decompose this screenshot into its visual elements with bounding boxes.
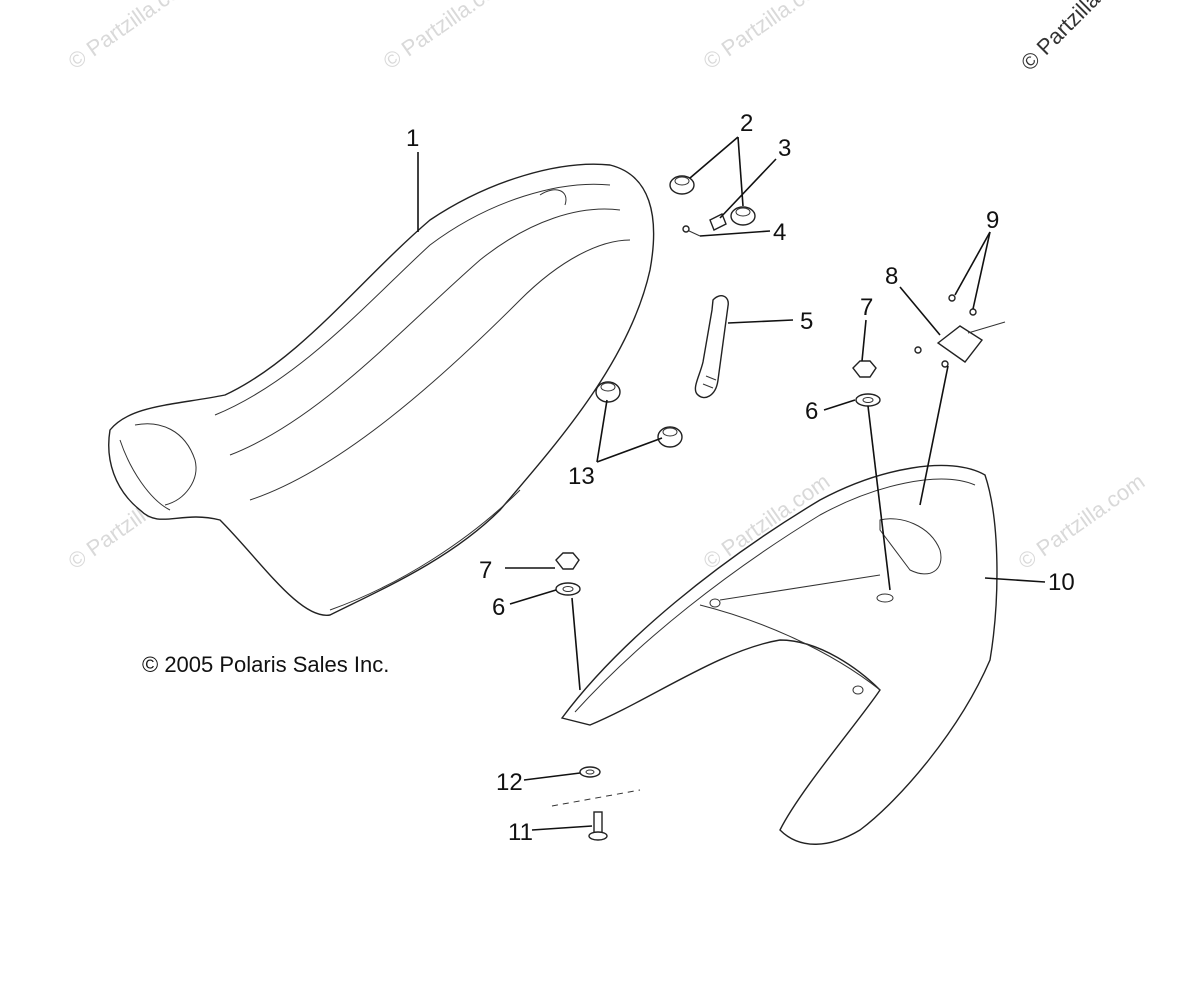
callout-7: 7 [479, 557, 492, 584]
watermark-top-right: © Partzilla [1016, 0, 1105, 76]
callout-8: 8 [885, 263, 898, 290]
callout-10: 10 [1048, 569, 1075, 596]
callout-13: 13 [568, 463, 595, 490]
watermark: © Partzilla.com [1014, 469, 1150, 575]
callout-11: 11 [508, 819, 533, 846]
leader-lines [417, 136, 1046, 831]
bolt-part [588, 811, 608, 841]
copyright-text: © 2005 Polaris Sales Inc. [142, 652, 389, 677]
callout-1: 1 [406, 125, 419, 152]
callout-6: 6 [492, 594, 505, 621]
nut-part [555, 552, 581, 596]
watermark: © Partzilla.com [64, 0, 200, 74]
callout-7: 7 [860, 294, 873, 321]
latch-part [914, 294, 1006, 368]
callout-2: 2 [740, 110, 753, 137]
callout-4: 4 [773, 219, 786, 246]
watermark: © Partzilla.com [379, 0, 515, 74]
callout-6: 6 [805, 398, 818, 425]
clip-part [682, 213, 727, 237]
watermark: © Partzilla.com [699, 0, 835, 74]
strap-part [694, 295, 729, 399]
callout-5: 5 [800, 308, 813, 335]
alignment-line [551, 789, 641, 807]
grommet-part [595, 381, 683, 448]
washer-part [579, 766, 601, 778]
nut-part [852, 360, 881, 407]
callout-9: 9 [986, 207, 999, 234]
callout-3: 3 [778, 135, 791, 162]
grommet-part [669, 175, 756, 226]
callouts: 1 2 3 4 5 6 7 8 9 10 11 12 13 7 6 [406, 110, 1075, 846]
callout-12: 12 [496, 769, 523, 796]
seat-part [108, 163, 655, 616]
